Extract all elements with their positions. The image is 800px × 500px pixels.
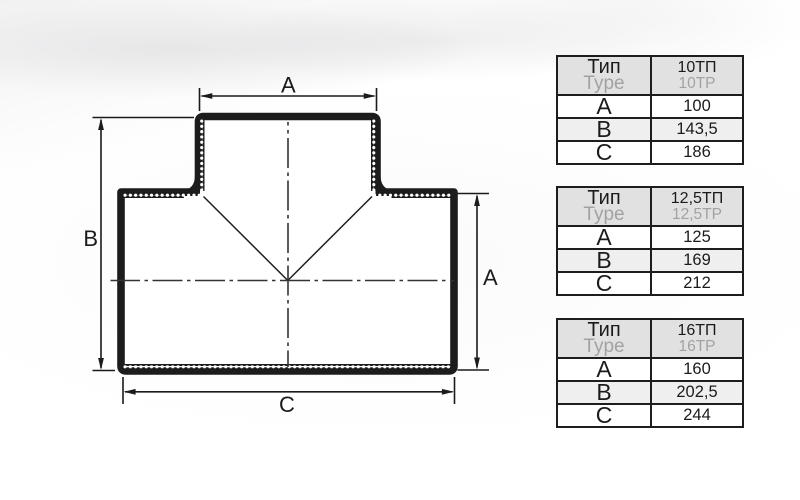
svg-text:A: A [483,265,498,290]
svg-text:C: C [279,392,295,417]
svg-text:A: A [281,72,296,97]
svg-text:B: B [83,226,98,251]
